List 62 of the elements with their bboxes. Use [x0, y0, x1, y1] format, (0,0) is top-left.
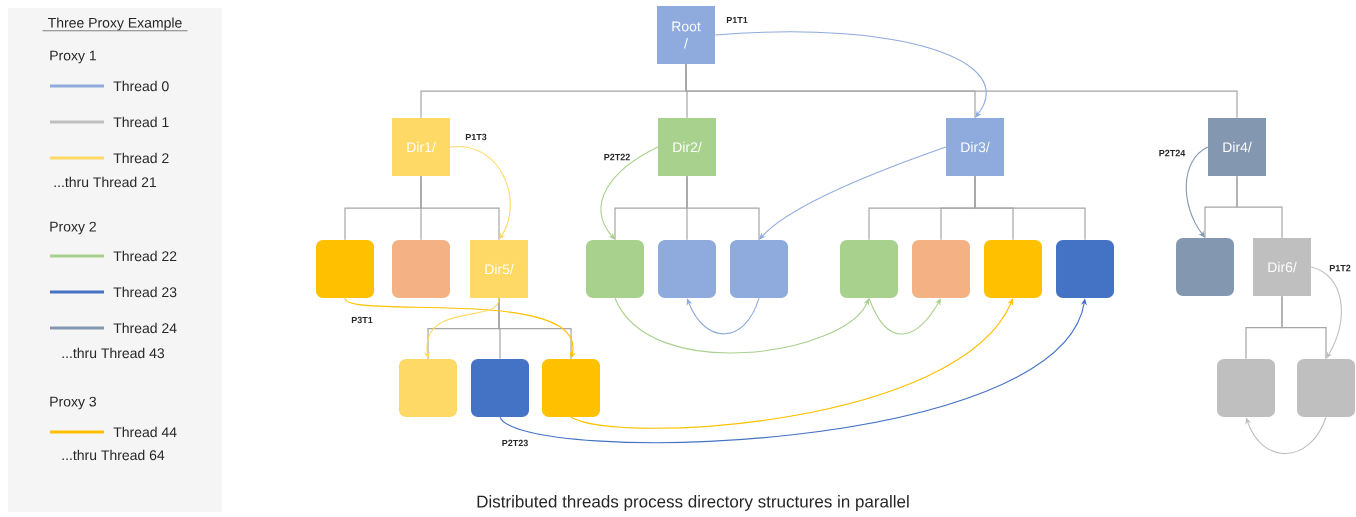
legend-label: Thread 23: [113, 286, 177, 298]
edge-label: P1T2: [1328, 263, 1352, 273]
legend-note: ...thru Thread 21: [54, 176, 156, 188]
legend-label: Thread 44: [113, 426, 177, 438]
directory-box: Root /: [657, 6, 715, 64]
legend-note: ...thru Thread 64: [62, 449, 165, 461]
arrow: [868, 297, 941, 335]
arrow: [1185, 146, 1209, 238]
rounded-box: [399, 359, 457, 417]
arrow: [686, 297, 760, 335]
edge-label: P2T23: [500, 438, 530, 448]
arrow: [714, 31, 987, 118]
rounded-box: [984, 240, 1042, 298]
directory-box: Dir2/: [658, 118, 716, 176]
rounded-box: [730, 240, 788, 298]
arrow: [570, 298, 1014, 429]
tree-connector: [974, 175, 1086, 241]
tree-connector: [498, 297, 572, 360]
rounded-box: [1297, 359, 1355, 417]
edge-label: P2T22: [602, 152, 632, 162]
directory-box: Dir3/: [946, 118, 1004, 176]
legend-heading: Proxy 3: [50, 396, 97, 410]
rounded-box: [1056, 240, 1114, 298]
directory-box: Dir1/: [392, 118, 450, 176]
legend-label: Thread 0: [113, 80, 169, 92]
rounded-box: [1176, 238, 1234, 296]
arrow: [614, 297, 870, 354]
arrow: [600, 146, 659, 240]
legend-note: ...thru Thread 43: [62, 347, 165, 359]
edge-label: P3T1: [350, 315, 374, 325]
rounded-box: [1217, 359, 1275, 417]
tree-connector: [1281, 295, 1327, 360]
legend-label: Thread 24: [113, 322, 177, 334]
caption: Distributed threads process directory structures in parallel: [477, 495, 909, 511]
arrow: [1310, 266, 1342, 359]
legend-title: Three Proxy Example: [48, 17, 182, 31]
legend-label: Thread 1: [113, 116, 169, 128]
tree-connector: [685, 63, 1238, 119]
rounded-box: [471, 359, 529, 417]
directory-box: Dir6/: [1253, 238, 1311, 296]
rounded-box: [316, 240, 374, 298]
rounded-box: [392, 240, 450, 298]
rounded-box: [586, 240, 644, 298]
rounded-box: [658, 240, 716, 298]
arrow: [449, 146, 511, 240]
edge-label: P1T1: [725, 15, 749, 25]
legend-label: Thread 2: [113, 152, 169, 164]
tree-connector: [686, 175, 760, 241]
rounded-box: [542, 359, 600, 417]
legend-label: Thread 22: [113, 250, 177, 262]
arrow: [759, 146, 947, 240]
rounded-box: [912, 240, 970, 298]
edge-label: P1T3: [464, 132, 488, 142]
tree-connector: [1236, 175, 1283, 239]
rounded-box: [840, 240, 898, 298]
legend-heading: Proxy 1: [50, 50, 96, 64]
arrow: [1245, 416, 1327, 455]
directory-box: Dir4/: [1208, 118, 1266, 176]
directory-box: Dir5/: [470, 240, 528, 298]
tree-connector: [420, 175, 500, 241]
legend-heading: Proxy 2: [50, 221, 96, 235]
edge-label: P2T24: [1157, 148, 1187, 158]
